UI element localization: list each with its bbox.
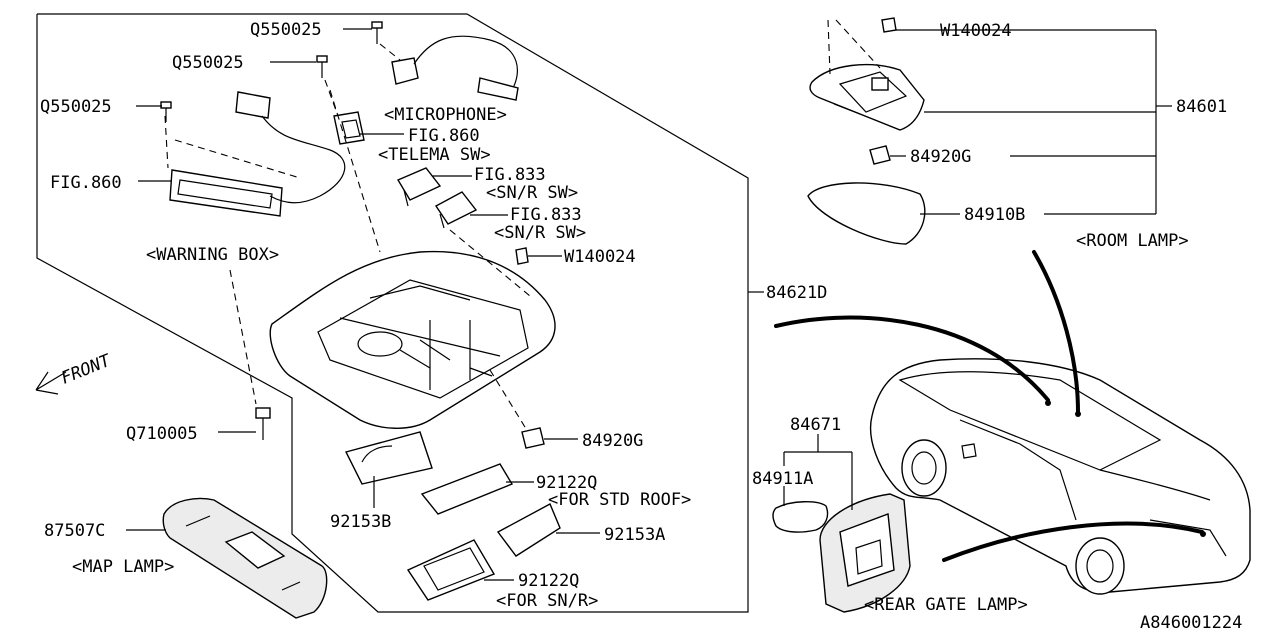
label-fig860-telema: FIG.860: [408, 126, 480, 146]
label-84920g-lower: 84920G: [582, 431, 643, 451]
telema-switch-part: [333, 111, 365, 145]
label-microphone: <MICROPHONE>: [384, 105, 507, 125]
clip-w140024-mid: [515, 247, 529, 265]
main-frame: [36, 13, 749, 613]
bulb-84920g-lower: [521, 427, 545, 449]
lens-92153a: [496, 503, 561, 557]
lens-84910b: [807, 182, 926, 245]
microphone-part: [391, 35, 519, 101]
leader-room-left: [827, 19, 831, 75]
label-84671: 84671: [790, 415, 841, 435]
snr-switch-b-part: [434, 191, 478, 229]
clip-w140024-top: [881, 17, 897, 33]
pointer-room-lamp: [1032, 250, 1080, 414]
bulb-84920g-upper: [869, 145, 891, 165]
label-92153a: 92153A: [604, 525, 665, 545]
pointer-rear-gate-lamp: [942, 521, 1204, 562]
leader-room-top: [835, 19, 881, 69]
room-lamp-part: [809, 64, 925, 131]
leader-console-right: [449, 229, 531, 297]
label-84910b: 84910B: [964, 205, 1025, 225]
label-w140024-top: W140024: [940, 21, 1012, 41]
label-92153b: 92153B: [330, 512, 391, 532]
leader-console-bulb: [489, 369, 529, 433]
vehicle-illustration: [869, 358, 1251, 595]
leader-console-screw: [229, 269, 257, 405]
label-fig833-a: FIG.833: [474, 165, 546, 185]
front-label: FRONT: [58, 350, 115, 388]
leader-telema: [324, 79, 339, 117]
label-92122q-snr: 92122Q: [518, 571, 579, 591]
label-84621d: 84621D: [766, 283, 827, 303]
label-fig860-left: FIG.860: [50, 173, 122, 193]
overhead-console-part: [269, 250, 556, 429]
label-q550025-middle: Q550025: [172, 53, 244, 73]
leader-warning-guide: [174, 139, 301, 179]
leader-console-top: [329, 89, 381, 253]
label-rear-gate-lamp: <REAR GATE LAMP>: [864, 595, 1028, 615]
screw-q550025-middle: [316, 55, 328, 78]
lens-92153b-detail: [361, 445, 393, 463]
label-84601: 84601: [1176, 97, 1227, 117]
cover-92122q-snr: [406, 539, 496, 601]
label-diagram-id: A846001224: [1140, 613, 1242, 633]
marker-map-lamp: [1045, 400, 1051, 406]
label-for-std-roof: <FOR STD ROOF>: [548, 490, 691, 510]
label-fig833-b: FIG.833: [510, 205, 582, 225]
label-92122q-std: 92122Q: [536, 473, 597, 493]
rear-gate-lamp-part: [819, 493, 911, 613]
cover-92122q-snr-detail: [423, 547, 485, 591]
map-lamp-part: [162, 497, 328, 619]
screw-q710005: [255, 407, 271, 440]
lens-84911a: [772, 501, 829, 533]
label-q550025-left: Q550025: [40, 97, 112, 117]
label-84920g-upper: 84920G: [910, 147, 971, 167]
lens-92153b: [344, 431, 433, 485]
front-arrow-icon: [35, 371, 67, 395]
label-map-lamp: <MAP LAMP>: [72, 557, 174, 577]
leader-warning-screw: [164, 115, 169, 169]
label-q710005: Q710005: [126, 424, 198, 444]
label-snr-sw-b: <SN/R SW>: [494, 223, 586, 243]
label-room-lamp: <ROOM LAMP>: [1076, 231, 1189, 251]
label-snr-sw-a: <SN/R SW>: [486, 183, 578, 203]
label-84911a: 84911A: [752, 469, 813, 489]
screw-q550025-top: [371, 21, 383, 44]
label-telema-sw: <TELEMA SW>: [378, 145, 491, 165]
label-87507c: 87507C: [44, 521, 105, 541]
label-for-snr: <FOR SN/R>: [496, 591, 598, 611]
snr-switch-a-part: [396, 167, 442, 207]
cover-92122q-std: [420, 463, 514, 515]
warning-box-part: [169, 91, 346, 217]
label-warning-box: <WARNING BOX>: [146, 245, 279, 265]
pointer-map-lamp: [774, 315, 1050, 402]
label-w140024-mid: W140024: [564, 247, 636, 267]
leader-mic: [379, 43, 401, 61]
screw-q550025-left: [160, 101, 172, 122]
label-q550025-top: Q550025: [250, 20, 322, 40]
